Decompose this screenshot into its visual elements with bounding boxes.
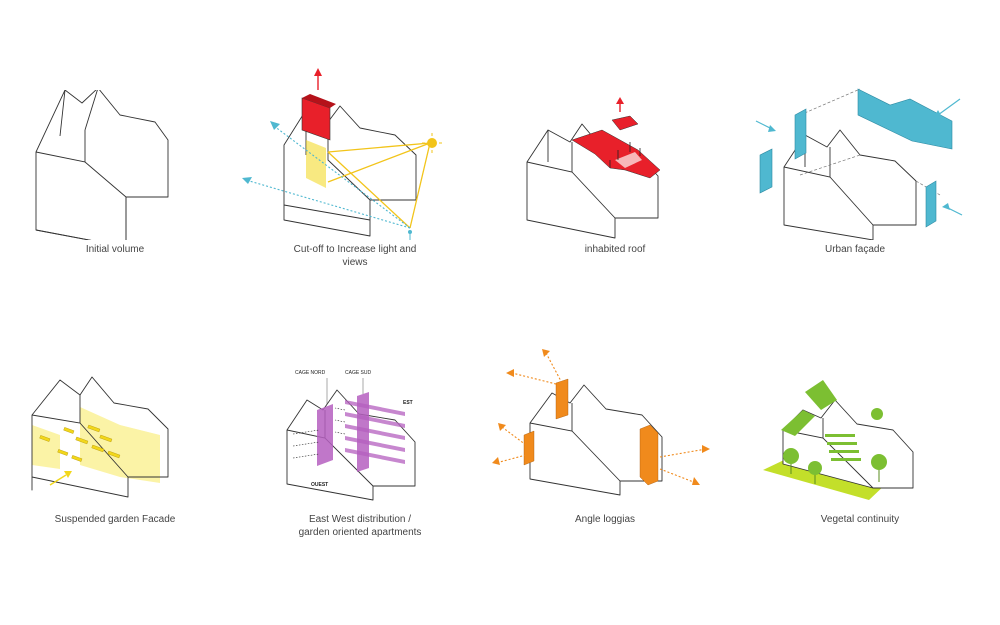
suspended-garden-drawing: [31, 376, 169, 498]
diagram-angle-loggias: Angle loggias: [490, 345, 740, 525]
caption: East West distribution / garden oriented…: [245, 513, 475, 539]
green-roof-left: [781, 410, 815, 436]
tree-icon: [808, 461, 822, 484]
caption-line: garden oriented apartments: [298, 527, 422, 538]
caption: Suspended garden Facade: [0, 513, 230, 526]
tree-icon: [871, 408, 883, 420]
arrow-icon: [934, 110, 942, 117]
arrow-icon: [942, 203, 950, 210]
caption-line: views: [342, 257, 368, 268]
caption-line: Urban façade: [824, 244, 886, 255]
dotted-arrows: [292, 407, 346, 459]
view-lines: [245, 125, 411, 229]
loggia-right: [639, 424, 659, 486]
suspended-gardens: [39, 424, 121, 462]
tree-icon: [871, 454, 887, 482]
arrow-icon: [314, 68, 322, 76]
urban-facade-panel: [857, 88, 953, 150]
arrow-icon: [768, 125, 776, 132]
arrow-icon: [242, 177, 252, 184]
garden-facade-left: [32, 425, 60, 469]
arrow-icon: [64, 471, 72, 478]
caption: Vegetal continuity: [745, 513, 975, 526]
caption: Initial volume: [0, 243, 230, 256]
facade-panel-right: [925, 180, 937, 228]
diagram-initial-volume: Initial volume: [0, 90, 250, 255]
loggia-top: [555, 378, 569, 420]
diagram-east-west: CAGE NORD CAGE SUD EST OUEST East West: [245, 360, 495, 538]
arrow-icon: [616, 97, 624, 104]
raised-roof-block: [611, 115, 639, 131]
tree-icon: [783, 448, 799, 474]
distribution-bars: [345, 400, 405, 464]
green-roof-top: [805, 380, 837, 410]
loggia-left: [523, 430, 535, 466]
building-volume: [35, 90, 169, 240]
east-west-drawing: CAGE NORD CAGE SUD EST OUEST: [286, 370, 416, 501]
vegetal-continuity-drawing: [763, 380, 914, 500]
caption-line: East West distribution /: [308, 514, 412, 525]
person-icon: [408, 230, 412, 240]
caption-line: Initial volume: [85, 244, 145, 255]
urban-facade-drawing: [755, 88, 963, 240]
diagram-suspended-garden: Suspended garden Facade: [0, 365, 250, 525]
sun-rays: [327, 142, 431, 229]
caption: inhabited roof: [500, 243, 730, 256]
removed-volume-block: [301, 97, 331, 141]
cut-off-light-plane: [306, 140, 326, 188]
view-directions: [495, 352, 707, 484]
facade-panel-left-lower: [759, 148, 773, 194]
projection-lines: [799, 88, 941, 196]
diagram-cut-off: Cut-off to Increase light and views: [240, 60, 490, 268]
diagram-vegetal-continuity: Vegetal continuity: [745, 370, 995, 525]
arrow-icon: [270, 121, 280, 130]
label-ouest: OUEST: [311, 482, 328, 488]
garden-facade-right: [120, 425, 160, 483]
arrow-icon: [492, 349, 710, 485]
inhabited-roof-drawing: [526, 97, 661, 239]
caption: Urban façade: [740, 243, 970, 256]
caption-line: Suspended garden Facade: [54, 514, 176, 525]
caption-line: Angle loggias: [574, 514, 636, 525]
sun-icon: [422, 133, 442, 153]
removed-volume-top: [302, 94, 336, 108]
roof-volume: [571, 129, 661, 179]
label-cage-nord: CAGE NORD: [295, 370, 326, 376]
caption: Cut-off to Increase light and views: [240, 243, 470, 269]
green-facade: [825, 434, 861, 461]
garden-facade-middle: [80, 407, 120, 477]
initial-volume-drawing: [35, 90, 169, 240]
down-arrows: [609, 142, 641, 168]
roof-terrace: [615, 152, 642, 168]
stair-core-north: [317, 404, 333, 466]
diagram-urban-facade: Urban façade: [740, 75, 990, 255]
label-est: EST: [403, 400, 413, 406]
arrow-icon: [49, 474, 67, 486]
facade-panel-left-upper: [794, 108, 807, 160]
caption: Angle loggias: [490, 513, 720, 526]
caption-line: inhabited roof: [584, 244, 646, 255]
label-cage-sud: CAGE SUD: [345, 370, 372, 376]
angle-loggias-drawing: [492, 349, 710, 496]
cut-off-drawing: [242, 68, 442, 240]
diagram-inhabited-roof: inhabited roof: [500, 90, 750, 255]
caption-line: Vegetal continuity: [820, 514, 900, 525]
caption-line: Cut-off to Increase light and: [293, 244, 417, 255]
